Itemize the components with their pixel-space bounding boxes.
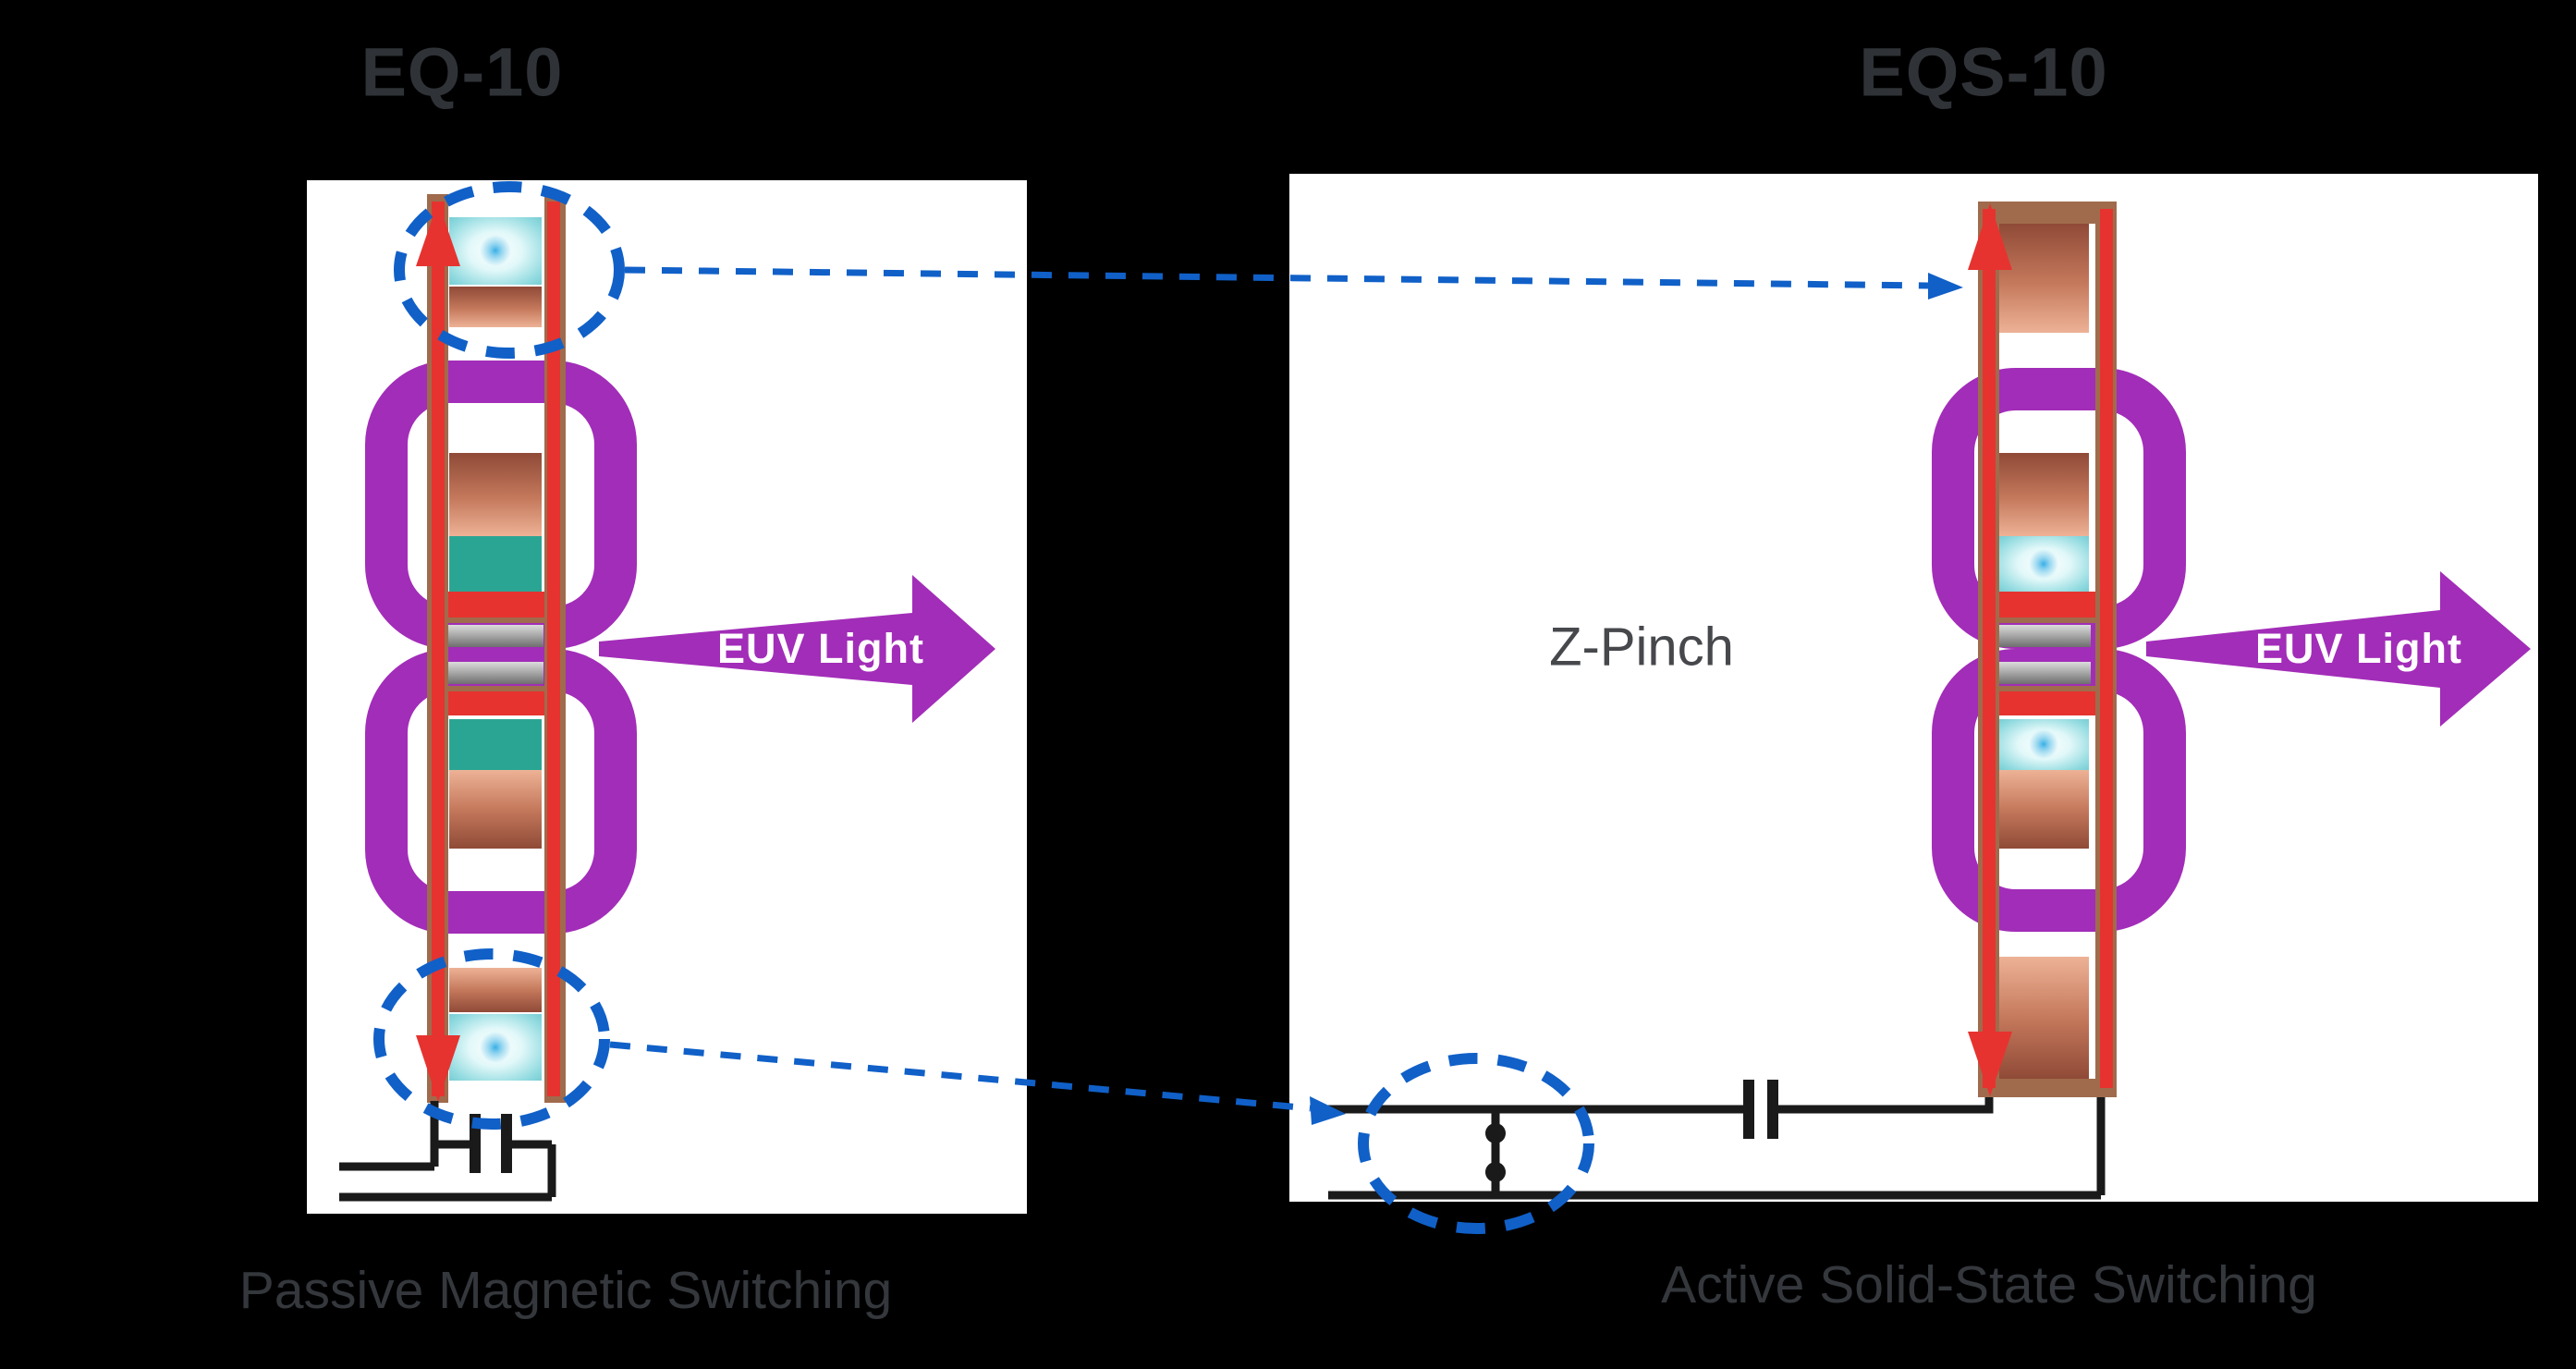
connector-arrows [609, 266, 1963, 1125]
current-down-arrow-shaft [433, 926, 444, 1039]
left-circuit-wires [339, 1101, 556, 1202]
right-bottom-coil-block [1999, 957, 2089, 1079]
switch-terminal-dot-top [1485, 1123, 1506, 1143]
left-current-arrows [416, 202, 460, 1102]
left-lower-frame-bar [427, 691, 564, 715]
current-up-arrow-icon [1968, 203, 2012, 270]
top-connector-arrowhead-icon [1928, 273, 1963, 299]
left-upper-teal-block [449, 536, 542, 592]
left-top-coil-block [449, 287, 542, 327]
current-up-arrow-shaft [433, 259, 444, 436]
right-top-coil-block [1999, 224, 2089, 333]
right-lower-mid-coil-block [1999, 770, 2089, 849]
right-euv-light-label: EUV Light [2255, 625, 2462, 672]
bottom-connector-dashed-line [609, 1041, 1312, 1112]
right-rail-right-core [2100, 209, 2113, 1088]
right-lower-frame-bar [1978, 691, 2117, 715]
left-panel-caption: Passive Magnetic Switching [238, 1261, 893, 1320]
left-lower-frame-edge [427, 686, 564, 691]
right-euv-arrow-icon [2146, 571, 2531, 727]
left-device-title: EQ-10 [360, 33, 564, 111]
left-upper-mid-coil-block [449, 453, 542, 536]
left-device [339, 181, 995, 1202]
switch-highlight-ellipse-icon [1358, 1053, 1594, 1234]
left-euv-arrow-icon [599, 575, 995, 723]
right-panel-background [1289, 174, 2538, 1202]
left-bottom-plasma-dot [480, 1032, 511, 1063]
right-device-title: EQS-10 [1859, 33, 2108, 111]
right-panel-caption: Active Solid-State Switching [1661, 1255, 2317, 1314]
left-lower-teal-block [449, 719, 542, 770]
left-lower-electrode [447, 662, 543, 684]
top-connector-dashed-line [624, 266, 1929, 289]
current-down-arrow-icon [1968, 1032, 2012, 1096]
capacitor-right-plate-icon [1767, 1080, 1778, 1139]
right-upper-frame-edge [1978, 617, 2117, 623]
current-up-arrow-icon [416, 202, 460, 266]
right-current-arrows [1968, 203, 2012, 1096]
bottom-highlight-ellipse-icon [373, 948, 610, 1130]
right-lower-frame-edge [1978, 686, 2117, 691]
top-highlight-ellipse-icon [394, 181, 625, 359]
bottom-connector-arrowhead-icon [1310, 1096, 1346, 1125]
right-lower-electrode [1997, 662, 2091, 684]
left-bottom-coil-block [449, 968, 542, 1012]
right-device [1328, 202, 2531, 1234]
right-upper-electrode [1997, 625, 2091, 647]
left-upper-electrode [447, 625, 543, 647]
left-lower-mid-coil-block [449, 770, 542, 849]
left-rail-right-core [547, 202, 560, 1096]
z-pinch-label: Z-Pinch [1549, 617, 1734, 678]
right-circuit [1328, 1080, 2106, 1200]
right-upper-mid-coil-block [1999, 453, 2089, 536]
current-down-arrow-icon [416, 1035, 460, 1102]
capacitor-left-plate-icon [1743, 1080, 1754, 1139]
left-top-plasma-dot [480, 235, 511, 266]
switch-terminal-dot-bottom [1485, 1162, 1506, 1182]
left-highlight-ellipses [373, 181, 625, 1130]
left-column-blocks [427, 217, 564, 1081]
right-circuit-wires [1328, 1097, 2106, 1200]
left-euv-light-label: EUV Light [717, 625, 924, 672]
right-upper-frame-bar [1978, 592, 2117, 617]
right-lower-plasma-dot [2029, 729, 2058, 759]
right-bottom-cap [1978, 1079, 2117, 1097]
capacitor-right-plate-icon [501, 1114, 512, 1173]
current-down-arrow-shaft [1984, 924, 1996, 1033]
right-column-blocks [1978, 202, 2117, 1097]
left-upper-frame-edge [427, 617, 564, 623]
current-up-arrow-shaft [1984, 263, 1996, 436]
left-circuit [339, 1101, 556, 1202]
left-upper-frame-bar [427, 592, 564, 617]
right-top-cap [1978, 202, 2117, 224]
right-upper-plasma-dot [2029, 549, 2058, 579]
